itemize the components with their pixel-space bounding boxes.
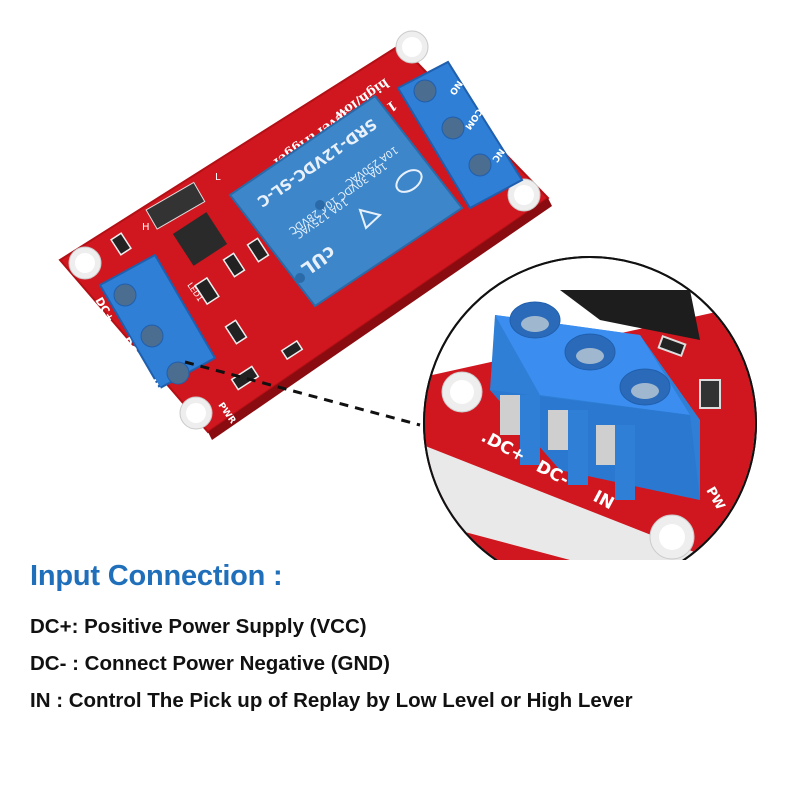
caption-term: DC- bbox=[30, 652, 67, 675]
mounting-hole bbox=[179, 396, 213, 430]
svg-text:H: H bbox=[142, 222, 150, 233]
output-terminal-block bbox=[396, 60, 524, 210]
relay-component: SRD-12VDC-SL-C 10A 250VAC 10A 30VDC 10A … bbox=[228, 94, 464, 308]
svg-text:L: L bbox=[215, 172, 221, 183]
caption-separator: : bbox=[66, 652, 85, 675]
terminal-label-in: IN bbox=[145, 377, 163, 395]
caption-term: DC+ bbox=[30, 615, 72, 638]
product-illustration: 1 Relay high/low level trigger Module SR… bbox=[58, 30, 757, 590]
mounting-hole bbox=[395, 30, 429, 64]
caption-description: Control The Pick up of Replay by Low Lev… bbox=[68, 689, 633, 712]
zoom-callout: .DC+ DC- IN PW bbox=[423, 256, 757, 590]
caption-line-dcminus: DC- : Connect Power Negative (GND) bbox=[30, 653, 800, 675]
input-terminal-block bbox=[98, 253, 217, 390]
input-connection-caption: Input Connection : DC+: Positive Power S… bbox=[30, 556, 800, 727]
caption-line-dcplus: DC+: Positive Power Supply (VCC) bbox=[30, 616, 800, 638]
optocoupler-chip bbox=[172, 212, 228, 266]
callout-pointer bbox=[184, 360, 421, 427]
caption-title: Input Connection : bbox=[30, 560, 283, 592]
caption-description: Connect Power Negative (GND) bbox=[84, 652, 390, 675]
pwr-led bbox=[230, 365, 260, 391]
caption-line-in: IN : Control The Pick up of Replay by Lo… bbox=[30, 690, 800, 712]
relay-module-board: 1 Relay high/low level trigger Module SR… bbox=[58, 30, 552, 440]
mounting-hole bbox=[68, 246, 102, 280]
caption-separator: : bbox=[71, 615, 85, 638]
caption-separator: : bbox=[50, 689, 69, 712]
mounting-hole bbox=[507, 178, 541, 212]
caption-description: Positive Power Supply (VCC) bbox=[84, 615, 367, 638]
caption-term: IN bbox=[30, 689, 51, 712]
trigger-jumper: H L bbox=[142, 172, 221, 233]
